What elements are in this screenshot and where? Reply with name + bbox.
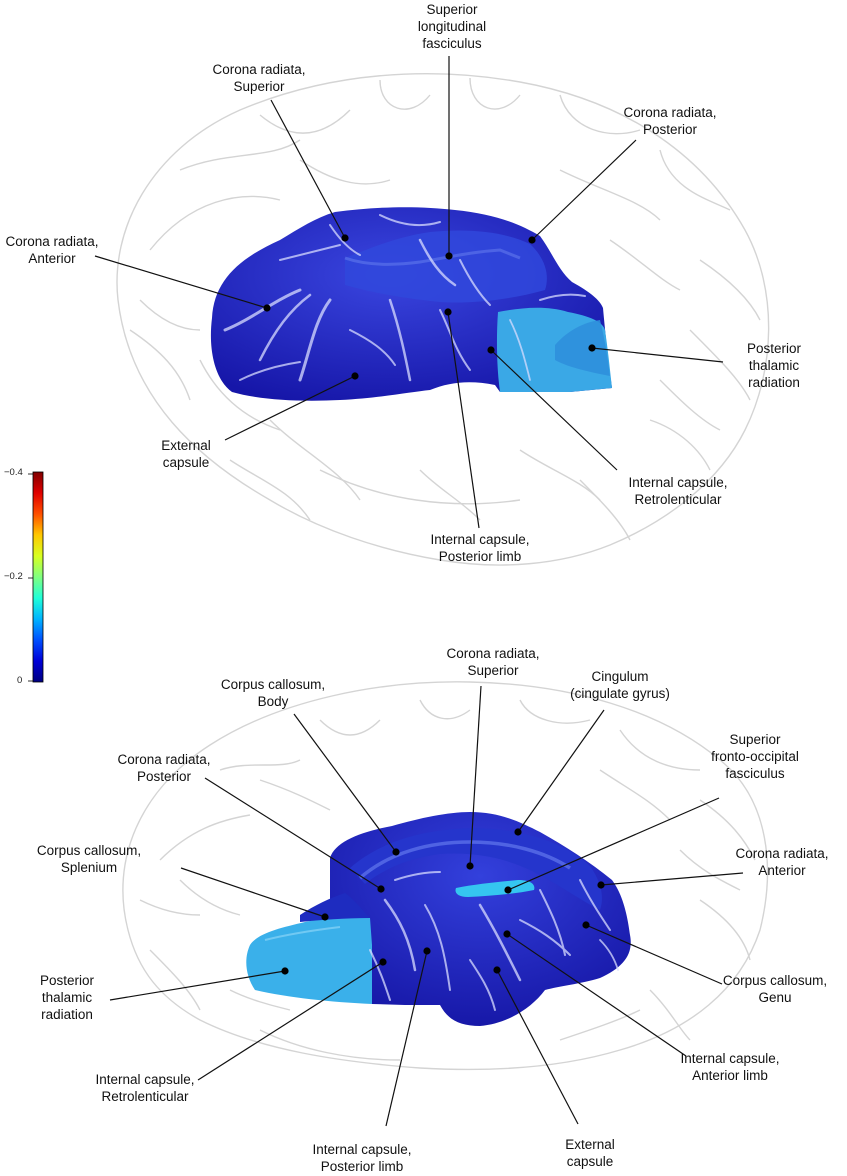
bottom-leader-cr-posterior	[204, 777, 382, 890]
bottom-label-corona-radiata-anterior: Corona radiata,Anterior	[735, 846, 829, 878]
bottom-label-internal-capsule-retrolenticular: Internal capsule,Retrolenticular	[95, 1072, 195, 1104]
bottom-label-corpus-callosum-splenium: Corpus callosum,Splenium	[36, 843, 142, 875]
bottom-leader-external-capsule	[496, 969, 579, 1125]
colorbar-tick-label-3: 0	[17, 675, 23, 686]
bottom-label-internal-capsule-anterior-limb: Internal capsule,Anterior limb	[680, 1051, 780, 1083]
bottom-leader-cr-superior	[469, 685, 482, 867]
top-label-corona-radiata-posterior: Corona radiata,Posterior	[623, 105, 717, 137]
bottom-leader-ic-posterior	[385, 950, 428, 1127]
top-label-internal-capsule-posterior-limb: Internal capsule,Posterior limb	[430, 532, 530, 564]
top-callout-lines	[94, 56, 724, 529]
bottom-label-corona-radiata-posterior: Corona radiata,Posterior	[117, 752, 211, 784]
top-leader-external-capsule	[224, 375, 356, 441]
top-leader-cr-posterior	[531, 139, 637, 241]
bottom-label-internal-capsule-posterior-limb: Internal capsule,Posterior limb	[312, 1142, 412, 1174]
top-leader-ic-posterior-limb	[447, 311, 480, 529]
bottom-leader-cingulum	[517, 709, 605, 833]
top-label-internal-capsule-retrolenticular: Internal capsule,Retrolenticular	[628, 475, 728, 507]
bottom-label-corpus-callosum-genu: Corpus callosum,Genu	[722, 973, 828, 1005]
bottom-leader-cc-genu	[585, 924, 723, 985]
bottom-leader-ic-anterior	[506, 933, 687, 1057]
top-leader-ptr	[591, 347, 724, 363]
bottom-leader-ptr	[109, 970, 286, 1001]
colorbar-tick-label-1: −0.4	[4, 467, 23, 478]
top-leader-cr-superior	[270, 99, 346, 239]
bottom-leader-sfof	[507, 797, 720, 891]
bottom-label-corona-radiata-superior: Corona radiata,Superior	[446, 646, 540, 678]
colorbar-tick-label-2: −0.2	[4, 571, 23, 582]
bottom-label-corpus-callosum-body: Corpus callosum,Body	[220, 677, 326, 709]
colorbar-bar	[32, 471, 44, 683]
bottom-tract-surface	[246, 812, 631, 1026]
bottom-leader-cc-splenium	[180, 867, 326, 918]
top-label-corona-radiata-anterior: Corona radiata,Anterior	[5, 234, 99, 266]
bottom-leader-cc-body	[293, 713, 397, 853]
bottom-leader-cr-anterior	[600, 872, 744, 886]
bottom-brain-outline	[122, 681, 769, 1071]
colorbar	[28, 471, 44, 683]
top-callout-dots	[263, 234, 596, 380]
bottom-leader-ic-retrolenticular	[197, 961, 384, 1081]
bottom-brain-view	[109, 681, 769, 1127]
bottom-label-cingulum: Cingulum(cingulate gyrus)	[570, 669, 670, 701]
top-brain-view	[94, 56, 770, 566]
top-brain-outline	[116, 73, 770, 566]
bottom-callout-lines	[109, 685, 744, 1127]
top-tract-surface	[210, 207, 612, 401]
bottom-callout-dots	[281, 828, 605, 975]
top-leader-cr-anterior	[94, 255, 268, 309]
top-leader-ic-retrolenticular	[490, 349, 618, 471]
top-label-corona-radiata-superior: Corona radiata,Superior	[212, 62, 306, 94]
